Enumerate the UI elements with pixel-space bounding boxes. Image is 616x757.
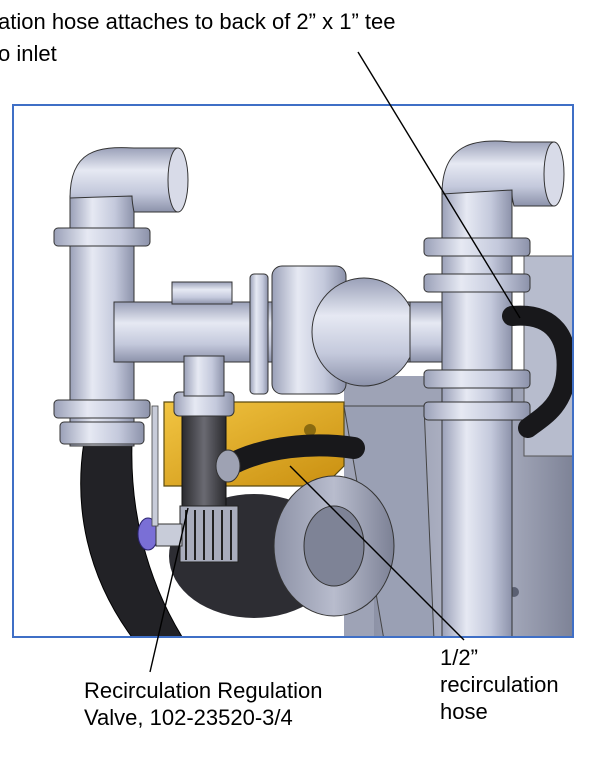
- illustration-frame: [12, 104, 574, 638]
- tee-recirculation-hose: [502, 305, 572, 438]
- hose-label-line-3: hose: [440, 699, 488, 724]
- caption-line-1: ation hose attaches to back of 2” x 1” t…: [0, 9, 396, 34]
- recirculation-hose-half-inch: [217, 434, 365, 477]
- horizontal-pipe: [113, 265, 445, 395]
- valve-label-line-1: Recirculation Regulation: [84, 678, 323, 703]
- regulation-valve: [137, 355, 239, 563]
- hose-label-line-2: recirculation: [440, 672, 559, 697]
- caption-line-2: o inlet: [0, 41, 57, 66]
- valve-label-line-2: Valve, 102-23520-3/4: [84, 705, 293, 730]
- hose-label-line-1: 1/2”: [440, 645, 478, 670]
- pump-assembly-illustration: [53, 140, 572, 636]
- left-vertical-pipe: [53, 147, 189, 447]
